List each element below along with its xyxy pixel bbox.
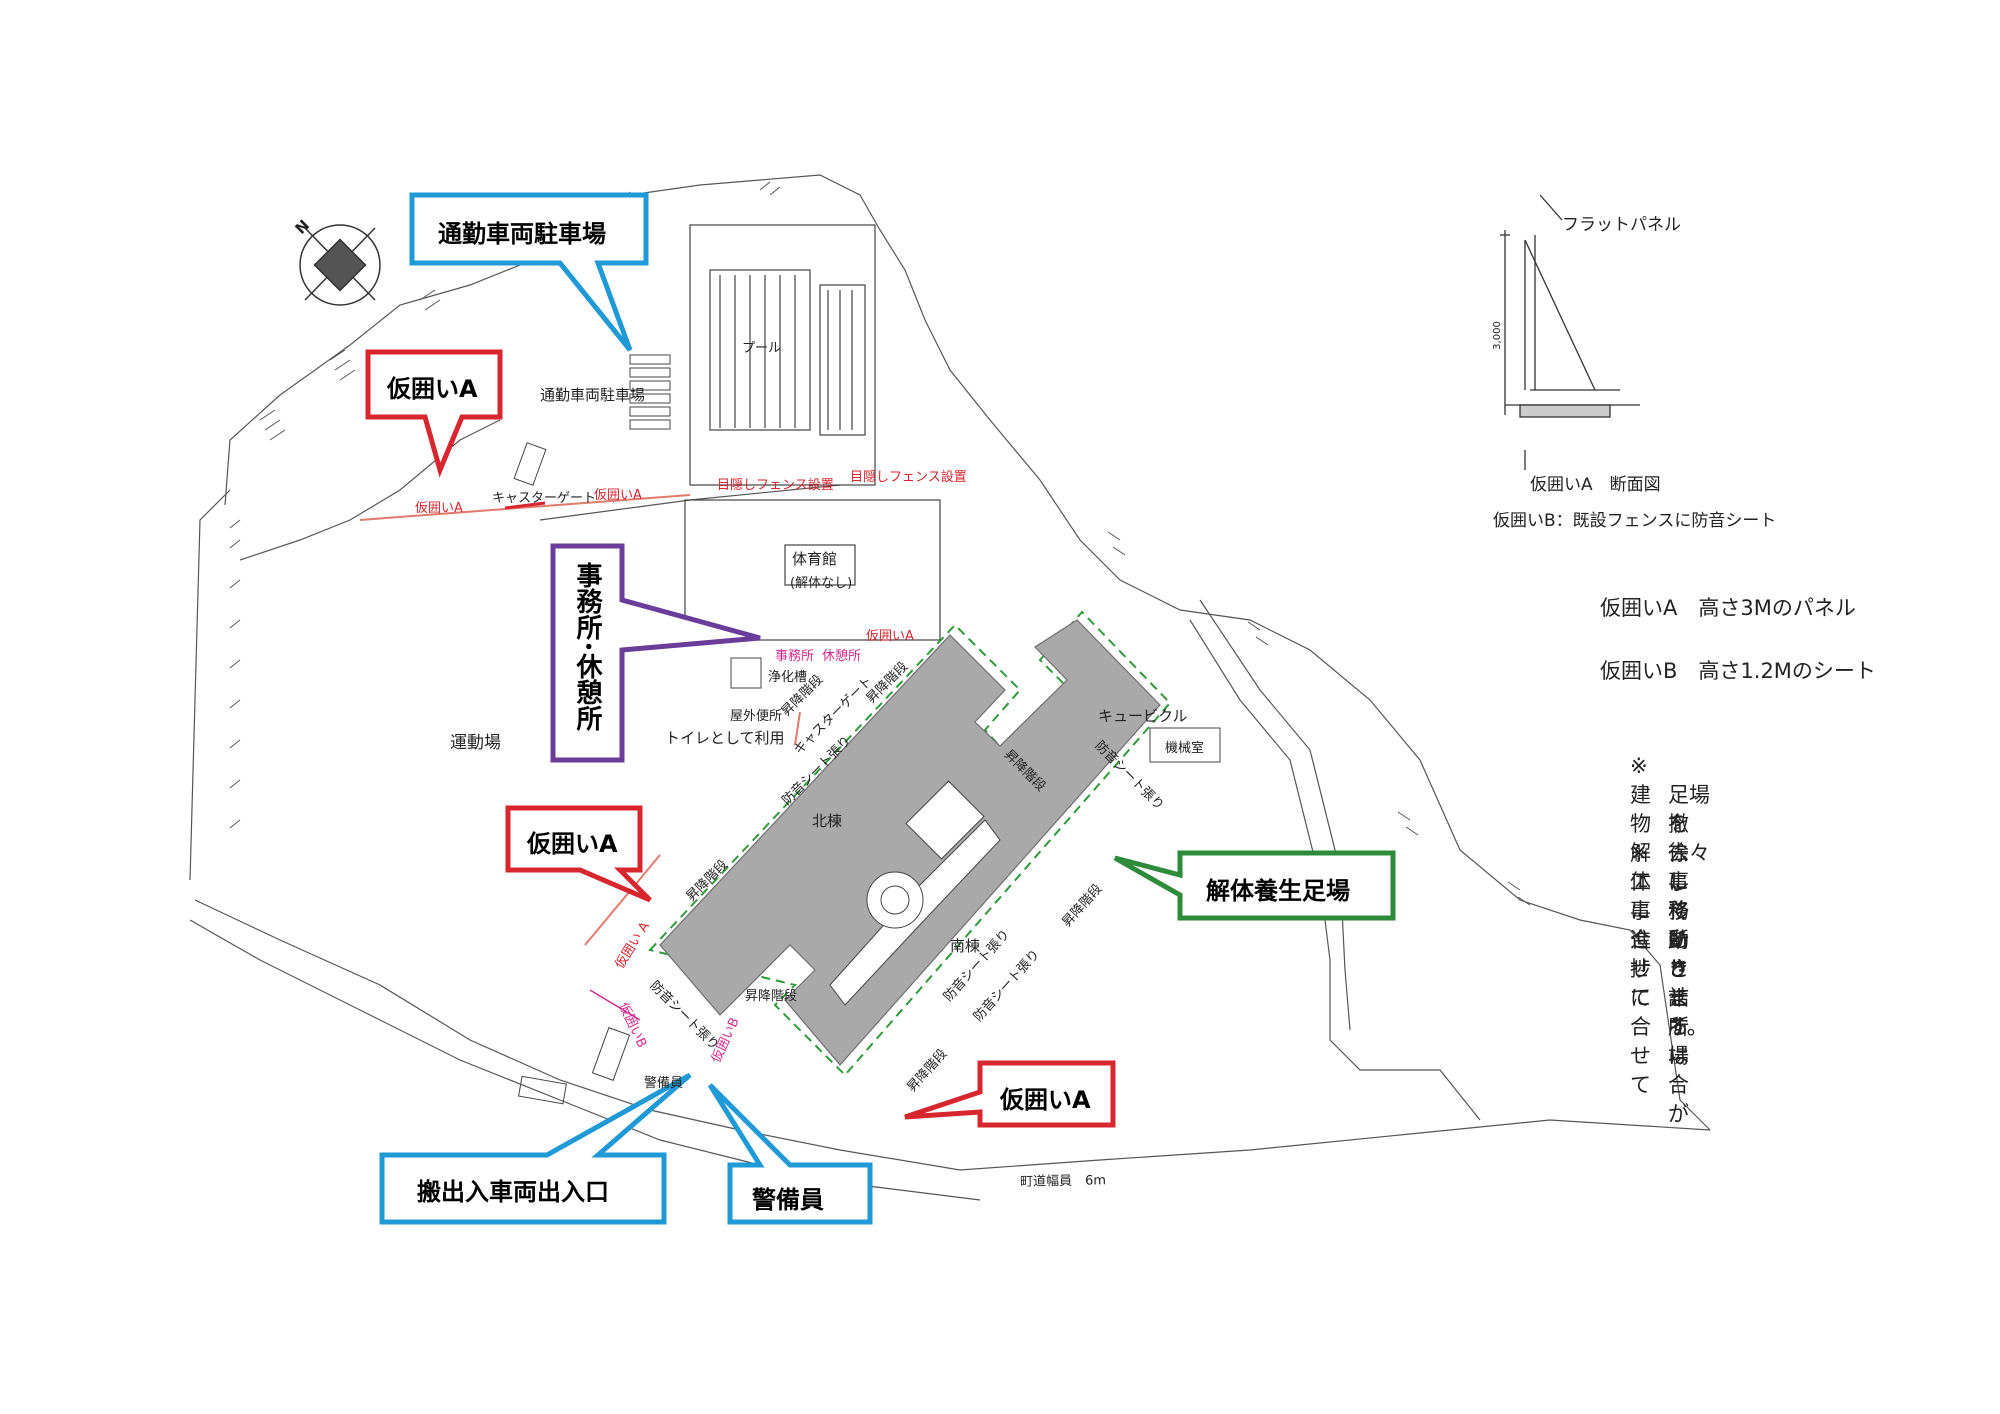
callout-fence-a-2-label: 仮囲いA — [527, 830, 618, 858]
fence-a-lines — [359, 494, 801, 946]
map-label-gym-note: (解体なし) — [790, 576, 853, 591]
note-line: ※ 建物解体に合せて — [1630, 754, 1651, 1010]
map-label-screen-fence-1: 目隠しフェンス設置 — [717, 478, 834, 493]
misc-structures — [518, 657, 1221, 1105]
callout-fence-a-3-label: 仮囲いA — [1000, 1086, 1091, 1114]
map-label-playground: 運動場 — [450, 733, 501, 753]
map-label-pool: プール — [742, 341, 782, 356]
section-height-label: 3,000 — [1491, 321, 1503, 350]
callout-entrance-label: 搬出入車両出入口 — [417, 1178, 609, 1206]
callout-fence-a-1-label: 仮囲いA — [387, 375, 478, 403]
map-label-guard-small: 警備員 — [644, 1076, 684, 1091]
pool-area — [689, 224, 876, 486]
callout-fence-a-3-box — [904, 1060, 1116, 1128]
callout-scaffold-label: 解体養生足場 — [1206, 877, 1350, 905]
map-label-road: 町道幅員 6m — [1019, 1173, 1107, 1190]
north-compass — [299, 224, 381, 306]
callout-office-label: 事務所･休憩所 — [572, 562, 602, 732]
section-title: 仮囲いA 断面図 — [1530, 475, 1661, 495]
note-line: あります。 — [1668, 928, 1708, 1039]
map-label-south-wing: 南棟 — [950, 937, 981, 955]
section-panel-label: フラットパネル — [1562, 215, 1681, 235]
legend-fence-a: 仮囲いA 高さ3Mのパネル — [1600, 596, 1856, 620]
map-label-toilet-use: トイレとして利用 — [665, 729, 785, 747]
map-label-office-small: 事務所 — [775, 649, 815, 664]
map-label-stairs-7: 昇降階段 — [745, 989, 798, 1004]
building-footprint — [659, 619, 1161, 1066]
gym-building — [684, 499, 941, 641]
map-label-fence-a-small-2: 仮囲いA — [594, 488, 642, 503]
callout-fence-a-2-box — [505, 805, 652, 903]
note-line: 移動させる場合が — [1668, 899, 1689, 1126]
note-line: 事務所と詰所は — [1668, 870, 1689, 1068]
callout-parking-box — [409, 192, 649, 352]
fence-b-lines — [589, 989, 641, 1021]
callout-guard-box — [707, 1083, 873, 1225]
callout-entrance-box — [379, 1072, 692, 1225]
map-label-rest-small: 休憩所 — [822, 649, 862, 664]
note-line: ※ 工事進捗に合せて — [1630, 841, 1651, 1097]
callout-fence-a-1-box — [365, 349, 503, 478]
callout-guard-label: 警備員 — [752, 1186, 824, 1214]
callout-office-box — [550, 543, 761, 763]
map-label-fence-a-small-3: 仮囲いA — [866, 629, 914, 644]
map-label-caster-gate-1: キャスターゲート — [492, 491, 597, 506]
note-line: 足場を徐々に — [1668, 783, 1710, 894]
callout-parking-label: 通勤車両駐車場 — [438, 220, 606, 248]
map-label-fence-a-small-1: 仮囲いA — [415, 501, 463, 516]
scaffold-outline — [648, 610, 1172, 1077]
map-label-cubicle: キュービクル — [1098, 707, 1188, 725]
callout-scaffold-box — [1113, 850, 1396, 921]
note-line: 撤去していきます。 — [1668, 812, 1708, 1039]
section-drawing — [1500, 194, 1640, 470]
map-label-gym: 体育館 — [792, 550, 838, 568]
map-label-outdoor-toilet: 屋外便所 — [730, 709, 783, 724]
legend-fence-b: 仮囲いB 高さ1.2Mのシート — [1600, 659, 1876, 683]
parking-stalls — [513, 354, 671, 486]
map-label-septic: 浄化槽 — [768, 670, 808, 685]
map-label-parking-area: 通勤車両駐車場 — [540, 386, 646, 404]
map-label-machine-room: 機械室 — [1165, 741, 1205, 756]
map-label-screen-fence-2: 目隠しフェンス設置 — [850, 470, 967, 485]
section-fence-b-desc: 仮囲いB：既設フェンスに防音シート — [1493, 511, 1777, 531]
map-label-north-wing: 北棟 — [812, 812, 843, 830]
courtyard — [829, 780, 1001, 1006]
